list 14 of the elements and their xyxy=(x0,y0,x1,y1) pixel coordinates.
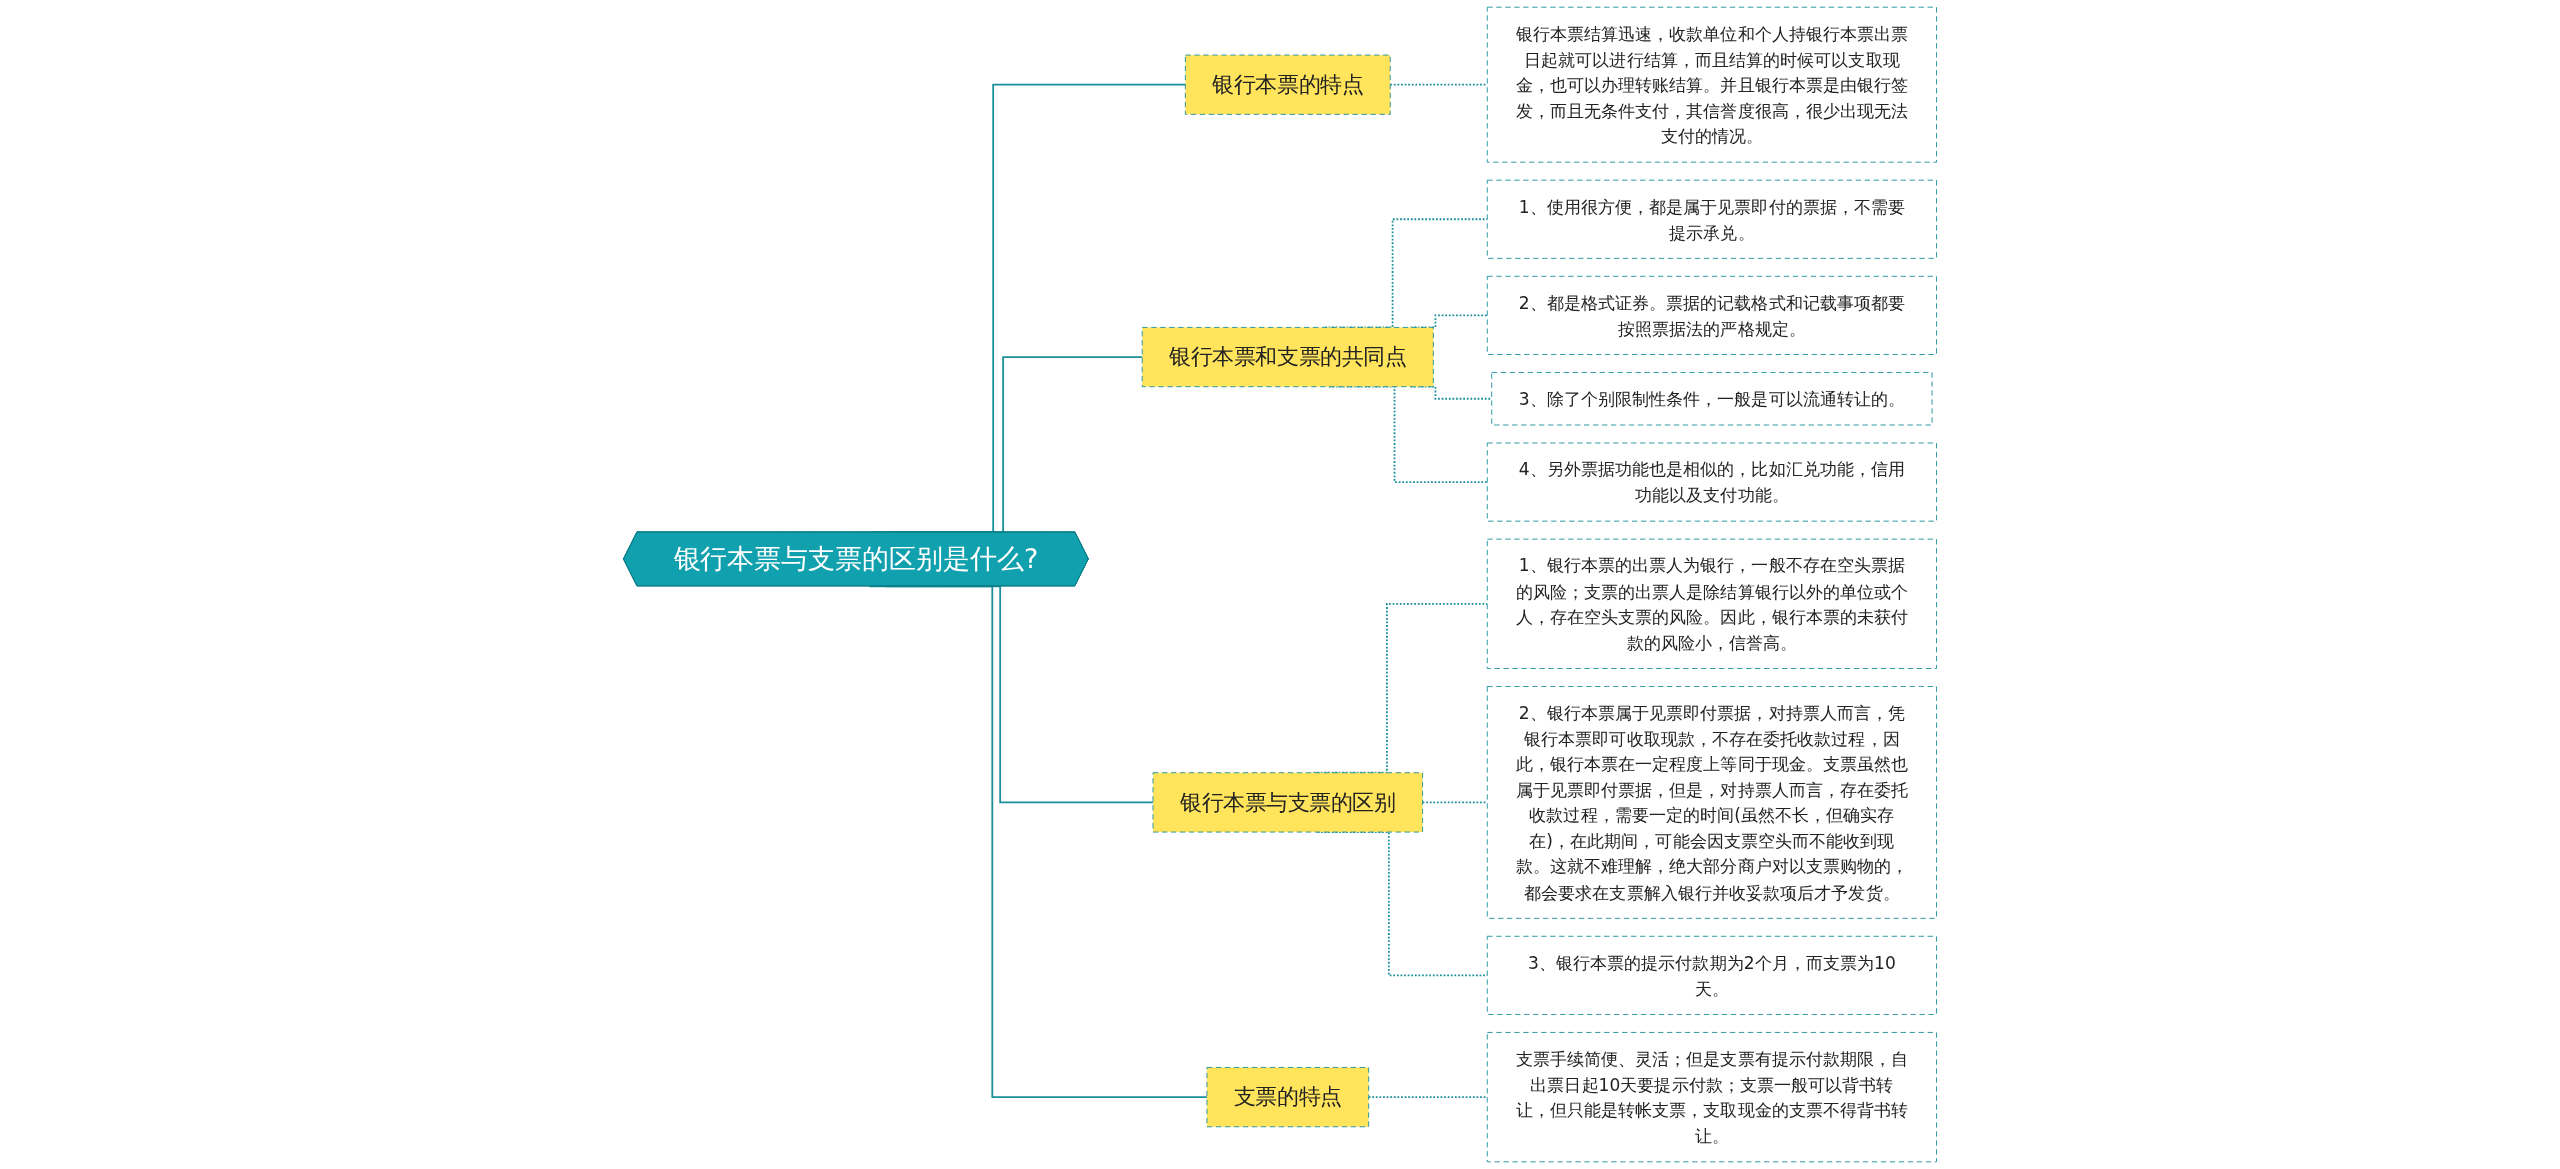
node-box: 4、另外票据功能也是相似的，比如汇兑功能，信用功能以及支付功能。 xyxy=(1486,442,1937,522)
node-box: 支票手续简便、灵活；但是支票有提示付款期限，自出票日起10天要提示付款；支票一般可以背书转让，但只能是转帐支票，支取现金的支票不得背书转让。 xyxy=(1486,1031,1937,1163)
node-box: 银行本票的特点 xyxy=(1184,54,1391,115)
node-box: 2、银行本票属于见票即付票据，对持票人而言，凭银行本票即可收取现款，不存在委托收款过程，因此，银行本票在一定程度上等同于现金。支票虽然也属于见票即付票据，但是，对持票人而言，存在委托收款过程，需要一定的时间(虽然不长，但确实存在)，在此期间，可能会因支票空头而不能收到现款。这就不难理解，绝大部分商户对以支票购物的，都会要求在支票解入银行并收妥款项后才予发货。 xyxy=(1486,686,1937,919)
node-box: 银行本票结算迅速，收款单位和个人持银行本票出票日起就可以进行结算，而且结算的时候可以支取现金，也可以办理转账结算。并且银行本票是由银行签发，而且无条件支付，其信誉度很高，很少出现无法支付的情况。 xyxy=(1486,6,1937,163)
node-box: 银行本票与支票的区别 xyxy=(1152,772,1423,833)
node-box: 银行本票和支票的共同点 xyxy=(1141,326,1434,388)
node-box: 1、银行本票的出票人为银行，一般不存在空头票据的风险；支票的出票人是除结算银行以外的单位或个人，存在空头支票的风险。因此，银行本票的未获付款的风险小，信誉高。 xyxy=(1486,538,1937,669)
node-box: 3、除了个别限制性条件，一般是可以流通转让的。 xyxy=(1491,372,1933,426)
node-box: 支票的特点 xyxy=(1206,1067,1370,1128)
node-box: 3、银行本票的提示付款期为2个月，而支票为10天。 xyxy=(1486,935,1937,1015)
connector xyxy=(868,585,1208,1098)
node-box: 2、都是格式证券。票据的记载格式和记载事项都要按照票据法的严格规定。 xyxy=(1486,275,1937,355)
node-box: 1、使用很方便，都是属于见票即付的票据，不需要提示承兑。 xyxy=(1486,179,1937,259)
